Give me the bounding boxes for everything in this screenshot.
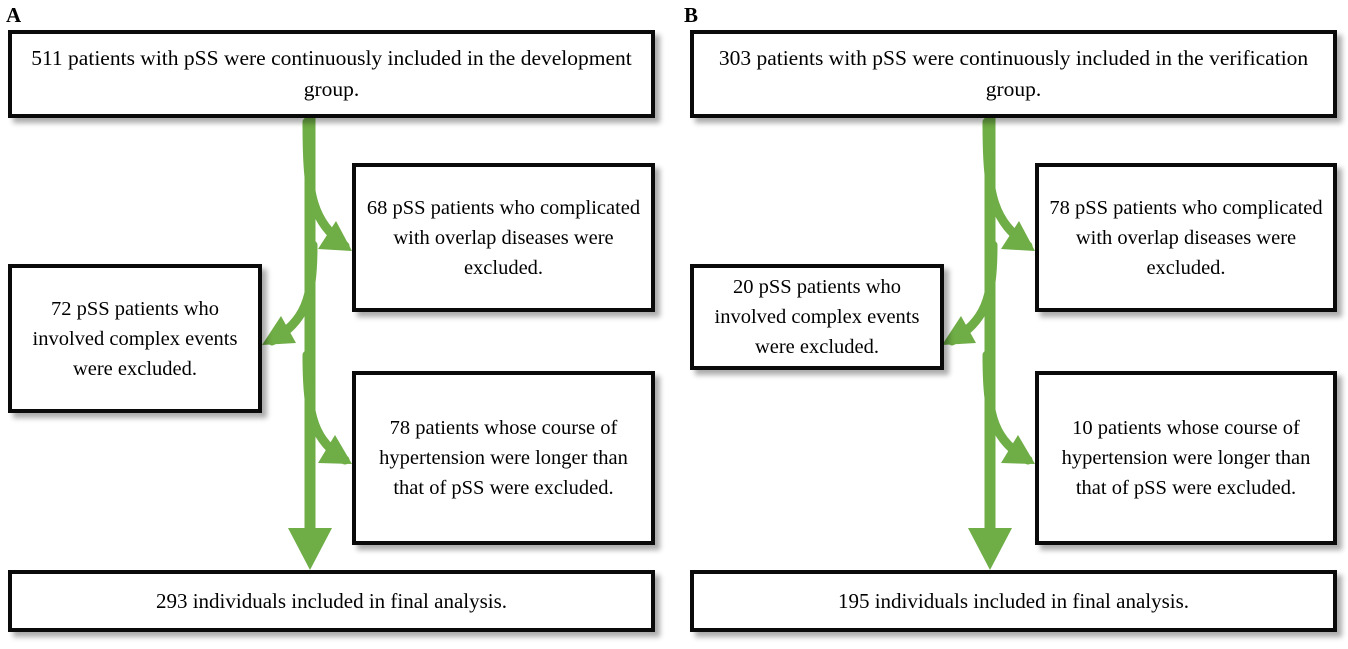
panel-label-b: B xyxy=(684,3,699,27)
panel-b-final-text: 195 individuals included in final analys… xyxy=(837,589,1190,613)
panel-a-top-box-text: 511 patients with pSS were continuously … xyxy=(31,46,632,101)
panel-b-final-box: 195 individuals included in final analys… xyxy=(690,570,1337,632)
arrowhead-b-right-lower xyxy=(1001,435,1035,464)
panel-label-a: A xyxy=(6,3,22,27)
arrowhead-a-left xyxy=(262,316,296,345)
arrowhead-b-right-upper xyxy=(1001,221,1035,251)
arrow-branch-a-right-lower xyxy=(302,350,350,465)
arrowhead-b-left xyxy=(942,316,976,345)
panel-a-exclusion-overlap-text: 68 pSS patients who complicated with ove… xyxy=(366,196,641,279)
arrow-branch-b-left xyxy=(947,240,998,346)
panel-b-top-box: 303 patients with pSS were continuously … xyxy=(690,30,1337,118)
panel-a-final-text: 293 individuals included in final analys… xyxy=(155,589,508,613)
panel-a-exclusion-complex-text: 72 pSS patients who involved complex eve… xyxy=(32,297,238,380)
panel-a-final-box: 293 individuals included in final analys… xyxy=(8,570,655,632)
arrow-branch-b-right-lower xyxy=(982,350,1033,465)
arrowhead-a-right-upper xyxy=(318,221,352,251)
panel-a-exclusion-hypertension-box: 78 patients whose course of hypertension… xyxy=(352,371,655,545)
arrow-branch-a-left xyxy=(267,240,318,346)
arrowhead-down-b xyxy=(968,528,1012,570)
panel-a-exclusion-hypertension-text: 78 patients whose course of hypertension… xyxy=(379,417,628,499)
panel-b-exclusion-hypertension-box: 10 patients whose course of hypertension… xyxy=(1035,371,1337,545)
panel-b-exclusion-hypertension-text: 10 patients whose course of hypertension… xyxy=(1061,417,1311,499)
panel-b-exclusion-overlap-box: 78 pSS patients who complicated with ove… xyxy=(1035,163,1337,312)
arrowhead-a-right-lower xyxy=(318,435,352,464)
arrow-branch-b-right-upper xyxy=(982,117,1033,251)
panel-a-exclusion-complex-box: 72 pSS patients who involved complex eve… xyxy=(8,264,262,413)
arrow-branch-a-right-upper xyxy=(302,117,350,251)
panel-a-exclusion-overlap-box: 68 pSS patients who complicated with ove… xyxy=(352,163,655,312)
panel-b-exclusion-complex-box: 20 pSS patients who involved complex eve… xyxy=(690,264,944,370)
panel-b-top-box-text: 303 patients with pSS were continuously … xyxy=(718,46,1309,101)
panel-b-exclusion-complex-text: 20 pSS patients who involved complex eve… xyxy=(714,276,920,358)
panel-a-top-box: 511 patients with pSS were continuously … xyxy=(8,30,655,118)
panel-b-exclusion-overlap-text: 78 pSS patients who complicated with ove… xyxy=(1049,196,1323,279)
arrowhead-down-a xyxy=(288,528,332,570)
